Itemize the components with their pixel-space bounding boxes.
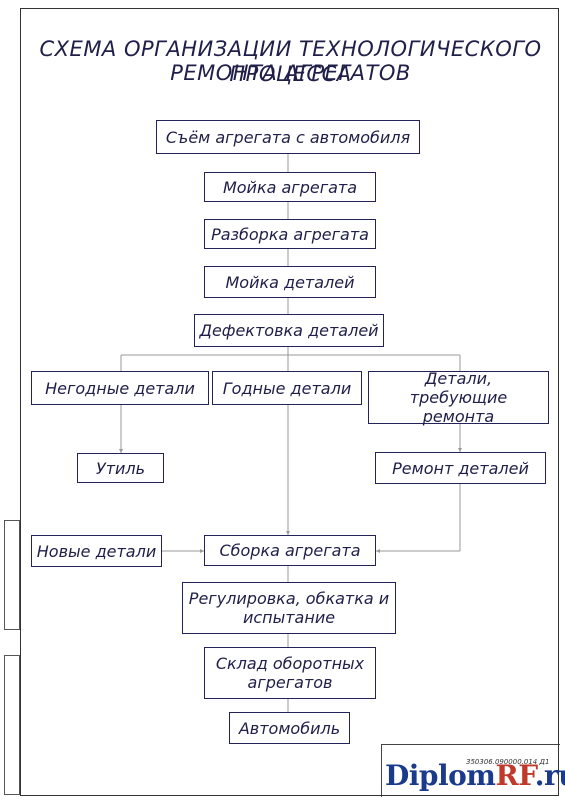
- drawing-frame: [20, 8, 559, 796]
- node-parts-need-repair-line2: требующие ремонта: [409, 388, 508, 426]
- node-unfit-parts: Негодные детали: [31, 371, 209, 405]
- watermark-part2: RF: [495, 759, 535, 792]
- diagram-title-line1: СХЕМА ОРГАНИЗАЦИИ ТЕХНОЛОГИЧЕСКОГО ПРОЦЕ…: [39, 37, 542, 86]
- step-assembly: Сборка агрегата: [204, 535, 376, 566]
- side-stamp-lower: [4, 655, 20, 795]
- side-stamp-upper: [4, 520, 20, 630]
- step-unit-warehouse: Склад оборотных агрегатов: [204, 647, 376, 699]
- step-warehouse-line1: Склад оборотных: [215, 654, 365, 673]
- step-disassembly: Разборка агрегата: [204, 219, 376, 249]
- node-scrap: Утиль: [77, 453, 164, 483]
- node-new-parts: Новые детали: [31, 535, 162, 567]
- node-fit-parts: Годные детали: [212, 371, 362, 405]
- step-vehicle: Автомобиль: [229, 712, 350, 744]
- step-defect-detection: Дефектовка деталей: [194, 314, 384, 347]
- step-adjust-run-in-test: Регулировка, обкатка и испытание: [182, 582, 396, 634]
- step-parts-washing: Мойка деталей: [204, 266, 376, 298]
- watermark-part1: Diplom: [385, 759, 496, 792]
- node-parts-repair: Ремонт деталей: [375, 452, 546, 484]
- step-unit-removal: Съём агрегата с автомобиля: [156, 120, 420, 154]
- watermark-part3: .ru: [534, 759, 565, 792]
- step-unit-washing: Мойка агрегата: [204, 172, 376, 202]
- drawing-code: 350306.090000.014 Д1: [466, 758, 550, 766]
- watermark-logo: DiplomRF.ru: [385, 759, 565, 792]
- step-warehouse-line2: агрегатов: [247, 673, 333, 692]
- step-adjust-line1: Регулировка, обкатка и: [188, 589, 390, 608]
- node-parts-need-repair-line1: Детали,: [424, 369, 493, 388]
- diagram-title-line2: РЕМОНТА АГРЕГАТОВ: [170, 61, 411, 85]
- step-adjust-line2: испытание: [242, 608, 336, 627]
- title-block: [381, 744, 560, 797]
- node-parts-need-repair: Детали, требующие ремонта: [368, 369, 549, 426]
